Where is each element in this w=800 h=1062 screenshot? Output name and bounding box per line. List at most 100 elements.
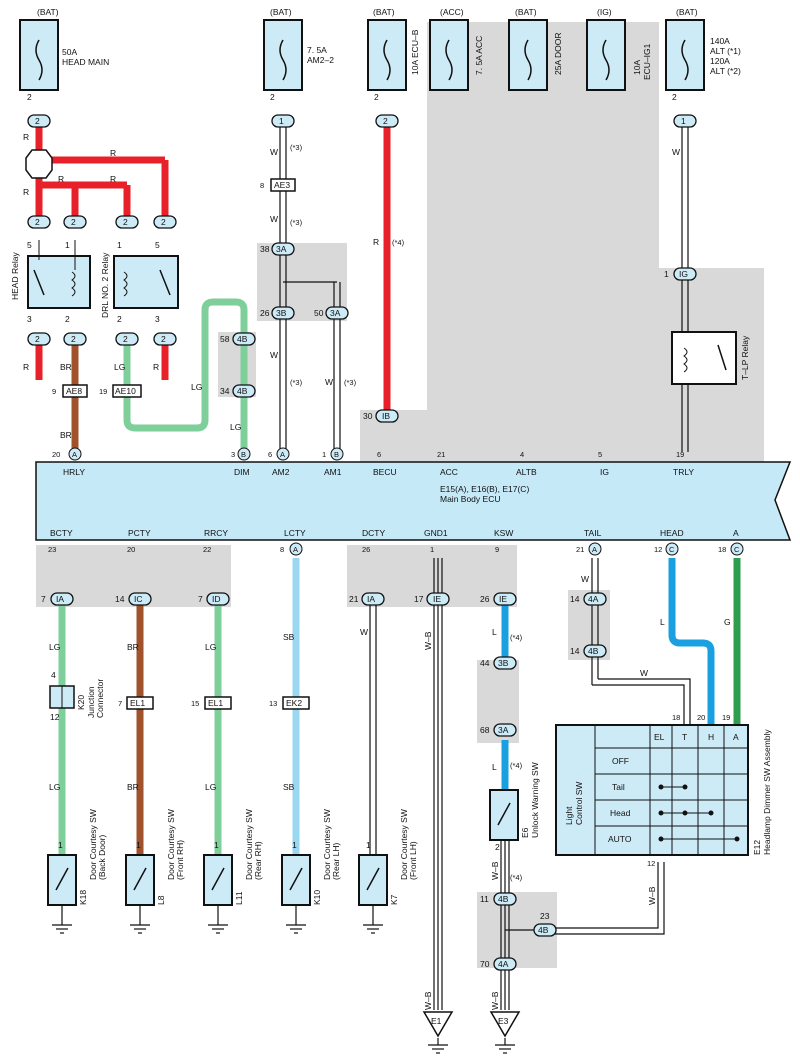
svg-text:HRLY: HRLY [63,467,85,477]
svg-text:K7: K7 [389,894,399,905]
svg-text:26: 26 [260,308,270,318]
svg-text:20: 20 [52,450,60,459]
svg-text:W–B: W–B [647,886,657,905]
svg-text:R: R [110,148,116,158]
svg-text:IA: IA [56,594,64,604]
svg-text:3B: 3B [276,308,287,318]
svg-text:2: 2 [35,334,40,344]
svg-text:50: 50 [314,308,324,318]
svg-text:C: C [734,545,740,554]
svg-text:A: A [733,528,739,538]
svg-text:OFF: OFF [612,756,629,766]
svg-text:A: A [280,450,285,459]
svg-text:W: W [270,350,278,360]
svg-text:(Front LH): (Front LH) [408,841,418,880]
svg-text:E3: E3 [498,1016,509,1026]
svg-text:AM1: AM1 [324,467,342,477]
svg-text:12: 12 [647,859,655,868]
svg-text:BECU: BECU [373,467,397,477]
svg-text:K20: K20 [76,695,86,710]
svg-text:PCTY: PCTY [128,528,151,538]
svg-text:R: R [58,174,64,184]
svg-text:2: 2 [35,116,40,126]
svg-text:HEAD Relay: HEAD Relay [10,252,20,300]
svg-text:2: 2 [383,116,388,126]
svg-text:4A: 4A [588,594,599,604]
svg-text:4: 4 [51,670,56,680]
svg-text:W: W [640,668,648,678]
ground-symbols [52,905,515,1054]
svg-text:2: 2 [123,217,128,227]
svg-text:W–B: W–B [423,631,433,650]
svg-text:1: 1 [214,840,219,850]
svg-text:2: 2 [672,92,677,102]
svg-text:(*3): (*3) [290,143,303,152]
svg-text:(BAT): (BAT) [373,7,395,17]
svg-text:Door Courtesy SW: Door Courtesy SW [399,809,409,880]
svg-text:50A: 50A [62,47,77,57]
svg-text:IG: IG [679,269,688,279]
svg-text:E6: E6 [520,827,530,838]
svg-text:7: 7 [118,699,122,708]
svg-text:1: 1 [279,116,284,126]
svg-text:140A: 140A [710,36,730,46]
fuse-10a-ecu-b: (BAT) 10A ECU–B [367,7,420,91]
svg-text:2: 2 [27,92,32,102]
svg-text:W: W [270,214,278,224]
svg-text:14: 14 [570,646,580,656]
svg-text:34: 34 [220,386,230,396]
svg-text:W–B: W–B [423,991,433,1010]
svg-text:ECU–IG1: ECU–IG1 [642,43,652,80]
svg-text:3A: 3A [330,308,341,318]
fuse-25a-door: (BAT) 25A DOOR [508,7,563,91]
drl-relay: DRL NO. 2 Relay [100,252,179,318]
svg-text:Unlock Warning SW: Unlock Warning SW [530,762,540,838]
svg-text:LG: LG [49,782,60,792]
svg-text:LG: LG [114,362,125,372]
svg-text:6: 6 [268,450,272,459]
svg-text:W: W [672,147,680,157]
connector-pills-top [27,114,697,423]
svg-text:5: 5 [155,240,160,250]
svg-text:Head: Head [610,808,631,818]
svg-text:20: 20 [127,545,135,554]
svg-text:(IG): (IG) [597,7,612,17]
svg-text:4A: 4A [498,959,509,969]
svg-text:LG: LG [191,382,202,392]
svg-text:AM2–2: AM2–2 [307,55,334,65]
svg-text:2: 2 [35,217,40,227]
svg-text:KSW: KSW [494,528,513,538]
svg-text:L11: L11 [234,891,244,905]
svg-text:T: T [682,732,687,742]
door-courtesy-switches: K18 Door Courtesy SW (Back Door) L8 Door… [47,809,418,906]
svg-text:8: 8 [260,181,264,190]
svg-text:L8: L8 [156,895,166,905]
svg-text:ACC: ACC [440,467,458,477]
bottom-white-wires [369,558,691,1010]
tlp-relay: T–LP Relay [671,331,750,385]
svg-text:23: 23 [48,545,56,554]
svg-text:H: H [708,732,714,742]
fuse-7-5a-am2-2: (BAT) 7. 5A AM2–2 [263,7,334,91]
svg-text:4B: 4B [538,925,549,935]
svg-text:Light: Light [564,806,574,825]
svg-text:ALT (*1): ALT (*1) [710,46,741,56]
svg-text:DIM: DIM [234,467,250,477]
svg-text:BR: BR [60,362,72,372]
ground-e1: E1 [422,1011,454,1038]
svg-text:1: 1 [664,269,669,279]
main-body-ecu: E15(A), E16(B), E17(C) Main Body ECU [35,461,792,541]
svg-text:30: 30 [363,411,373,421]
svg-text:(*3): (*3) [344,378,357,387]
svg-text:EK2: EK2 [286,698,302,708]
svg-text:ALTB: ALTB [516,467,537,477]
svg-text:R: R [373,237,379,247]
svg-text:L: L [660,617,665,627]
svg-text:HEAD: HEAD [660,528,684,538]
